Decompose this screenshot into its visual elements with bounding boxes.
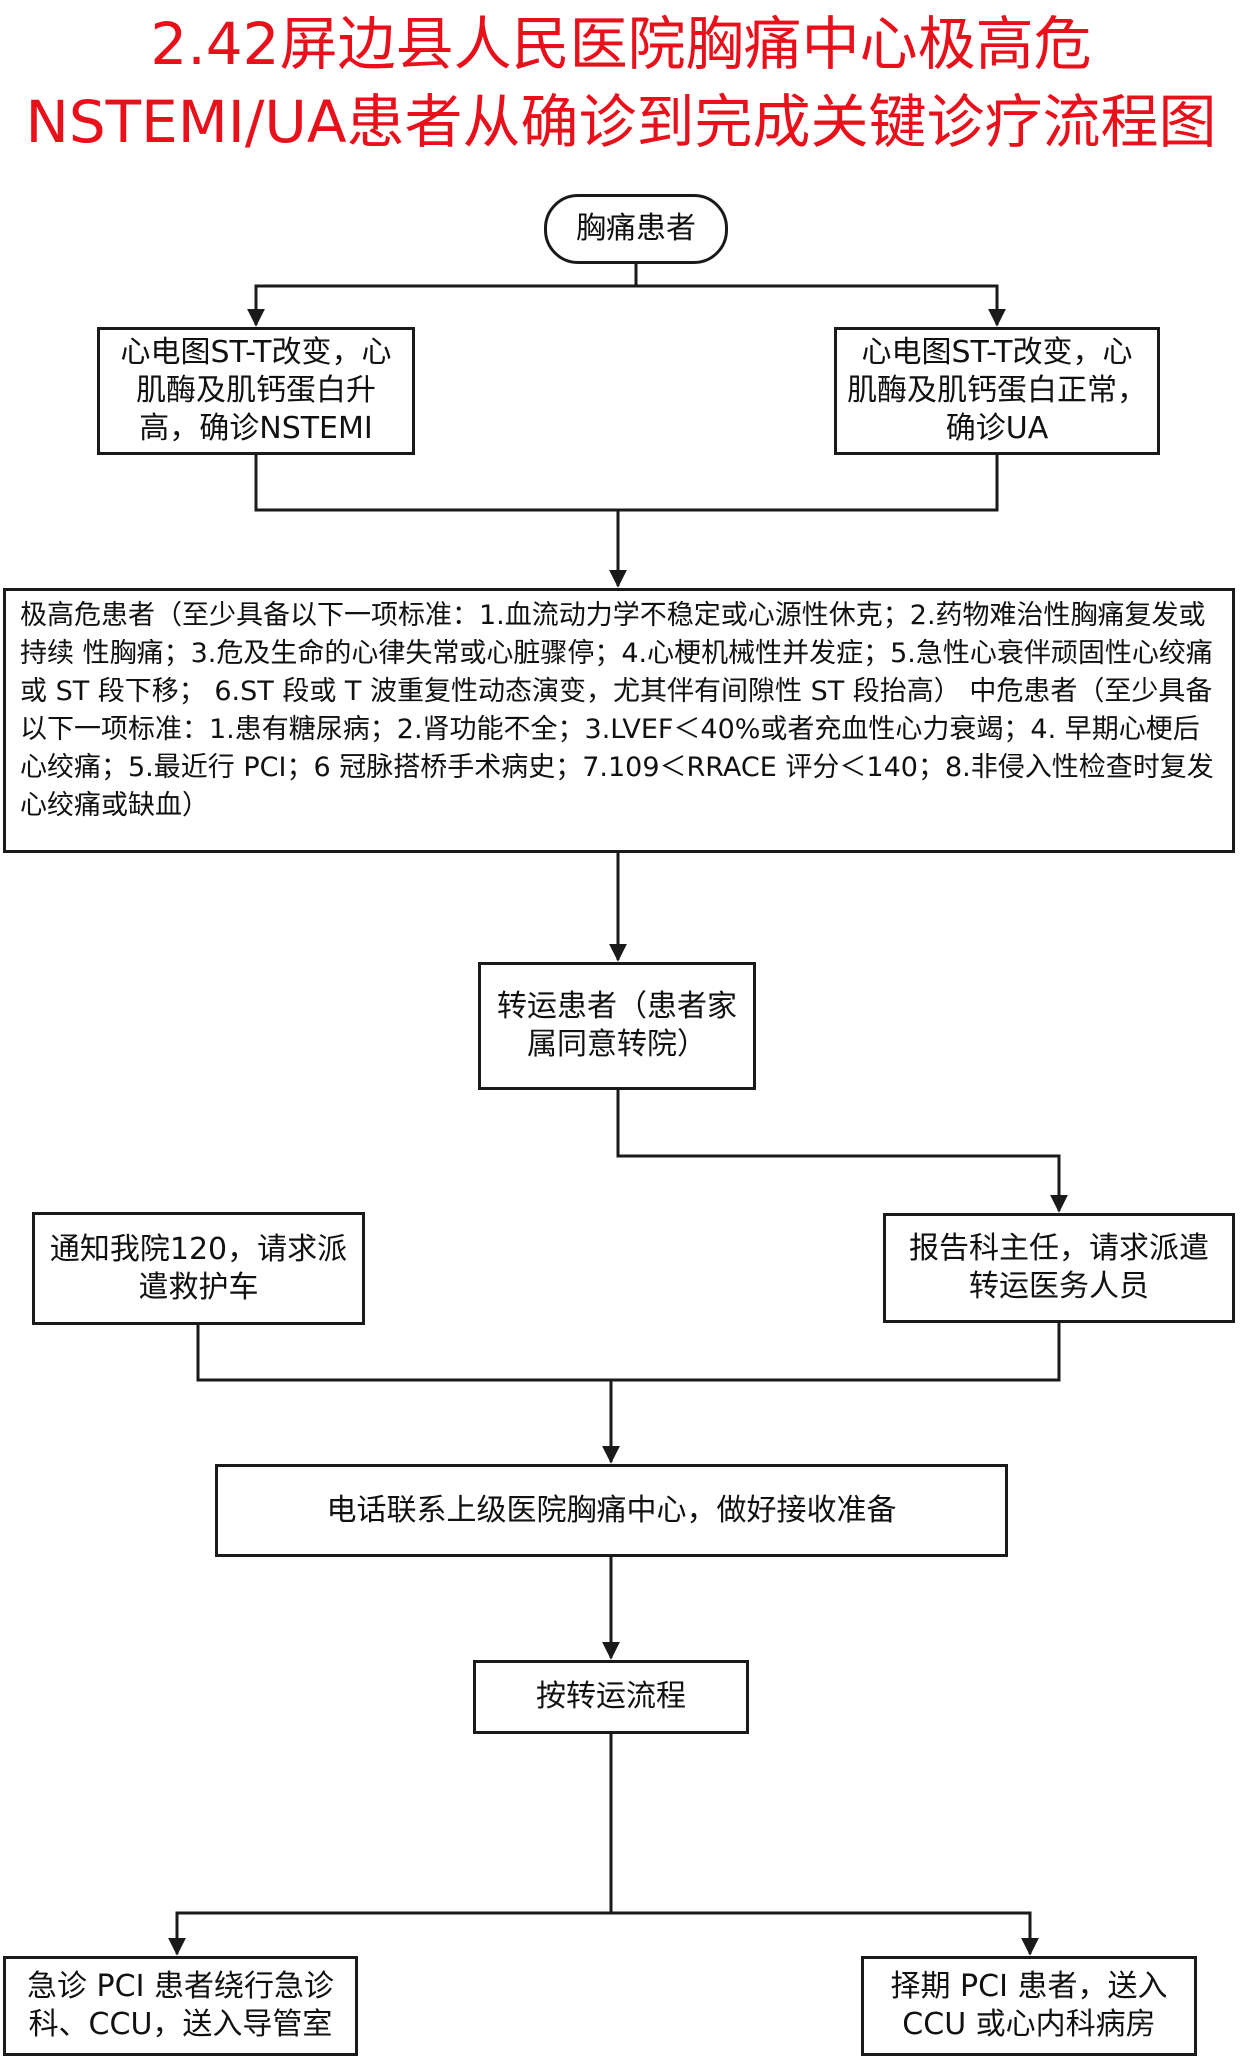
emergency-pci-box: 急诊 PCI 患者绕行急诊科、CCU，送入导管室 xyxy=(3,1956,358,2056)
phone-contact-box: 电话联系上级医院胸痛中心，做好接收准备 xyxy=(215,1464,1008,1557)
elective-pci-label: 择期 PCI 患者，送入 CCU 或心内科病房 xyxy=(890,1969,1168,2042)
report-director-label: 报告科主任，请求派遣转运医务人员 xyxy=(909,1231,1209,1304)
emergency-pci-label: 急诊 PCI 患者绕行急诊科、CCU，送入导管室 xyxy=(27,1969,334,2042)
phone-contact-label: 电话联系上级医院胸痛中心，做好接收准备 xyxy=(326,1492,897,1528)
risk-criteria-box: 极高危患者（至少具备以下一项标准：1.血流动力学不稳定或心源性休克；2.药物难治… xyxy=(3,588,1235,853)
transfer-process-label: 按转运流程 xyxy=(536,1679,686,1714)
nstemi-diagnosis-box: 心电图ST-T改变，心肌酶及肌钙蛋白升高，确诊NSTEMI xyxy=(97,327,415,455)
arrow-start-to-ua xyxy=(636,284,1006,327)
notify-120-label: 通知我院120，请求派遣救护车 xyxy=(49,1231,348,1305)
arrow-notify-merge xyxy=(196,1322,1061,1382)
nstemi-diagnosis-label: 心电图ST-T改变，心肌酶及肌钙蛋白升高，确诊NSTEMI xyxy=(120,335,392,446)
elective-pci-box: 择期 PCI 患者，送入 CCU 或心内科病房 xyxy=(861,1956,1197,2056)
arrow-start-to-nstemi xyxy=(247,262,638,327)
arrow-nstemi-merge xyxy=(254,454,999,512)
arrow-transfer-to-report xyxy=(616,1089,1068,1213)
transfer-process-box: 按转运流程 xyxy=(473,1660,749,1734)
ua-diagnosis-label: 心电图ST-T改变，心肌酶及肌钙蛋白正常，确诊UA xyxy=(847,335,1147,446)
start-node: 胸痛患者 xyxy=(544,194,728,264)
risk-criteria-text: 极高危患者（至少具备以下一项标准：1.血流动力学不稳定或心源性休克；2.药物难治… xyxy=(20,600,1214,821)
transfer-patient-box: 转运患者（患者家属同意转院） xyxy=(478,962,756,1090)
ua-diagnosis-box: 心电图ST-T改变，心肌酶及肌钙蛋白正常，确诊UA xyxy=(834,327,1160,455)
transfer-patient-label: 转运患者（患者家属同意转院） xyxy=(497,989,737,1062)
start-node-label: 胸痛患者 xyxy=(576,211,696,246)
report-director-box: 报告科主任，请求派遣转运医务人员 xyxy=(883,1213,1235,1323)
notify-120-box: 通知我院120，请求派遣救护车 xyxy=(32,1212,365,1325)
diagram-title-line2: NSTEMI/UA患者从确诊到完成关键诊疗流程图 xyxy=(25,88,1217,156)
diagram-title-line1: 2.42屏边县人民医院胸痛中心极高危 xyxy=(150,10,1092,78)
arrow-to-elective-pci xyxy=(611,1911,1039,1956)
arrow-to-emergency-pci xyxy=(168,1911,611,1956)
